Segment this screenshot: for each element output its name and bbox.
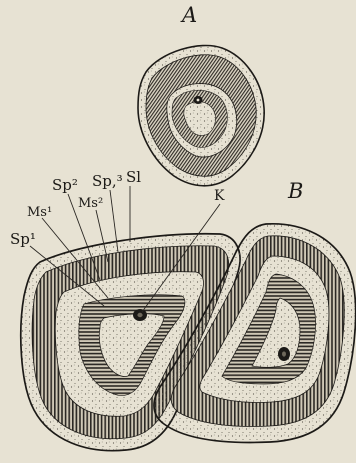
section-a [138,45,264,185]
panel-label-a: A [180,3,197,27]
section-a-nucleus-dot [197,99,200,102]
label-sp2: Sp² [52,176,78,194]
section-left-nucleus-center [137,313,142,317]
label-sp3: Sp,³ [92,172,123,190]
label-ms1: Ms¹ [27,205,52,220]
label-k: K [214,188,225,204]
label-sp1: Sp¹ [10,230,36,248]
section-b-nucleus-center [282,351,286,356]
panel-label-b: B [287,179,303,203]
label-sl: Sl [126,168,141,186]
label-ms2: Ms² [78,196,103,211]
